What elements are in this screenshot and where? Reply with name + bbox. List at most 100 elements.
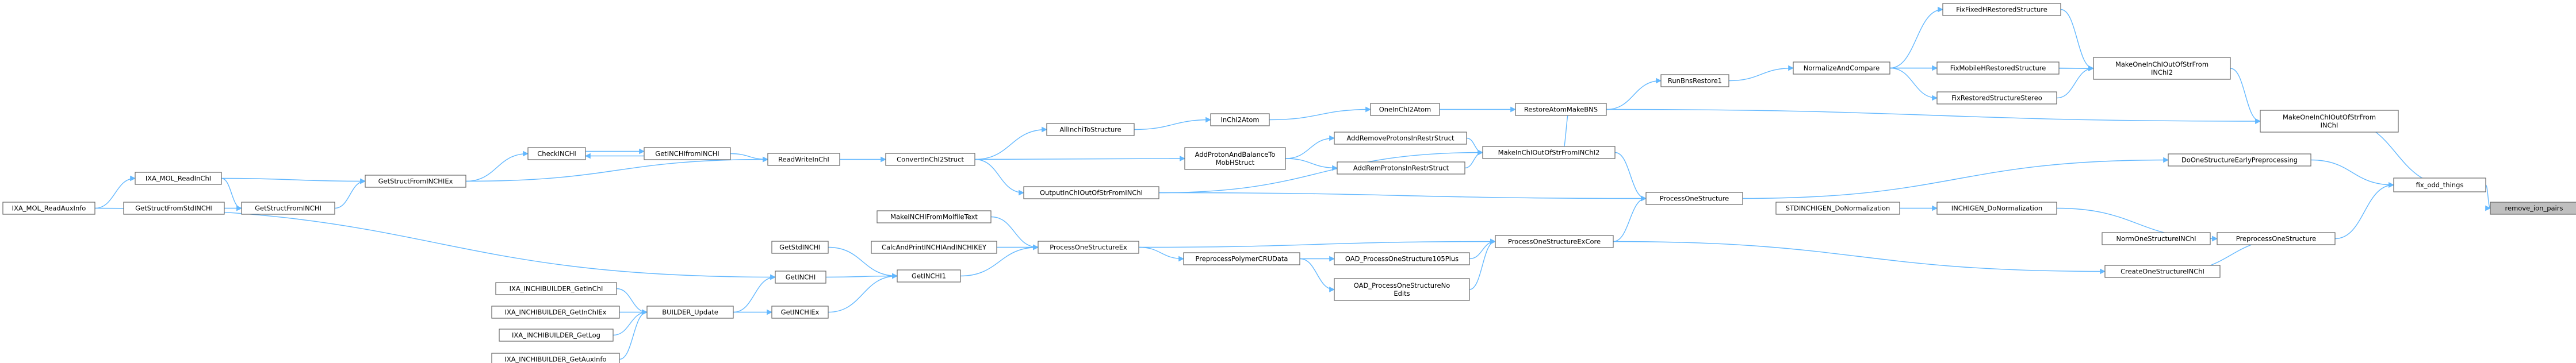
node-label: GetStructFromStdINCHI [135,204,213,213]
node-getstructfromstdinchi[interactable]: GetStructFromStdINCHI [123,202,225,215]
node-allinchitostructure[interactable]: AllInchiToStructure [1046,123,1135,136]
edge-GetStructFromINCHIEx-to-CheckINCHI [465,150,529,182]
node-box [2490,202,2576,215]
node-box [527,147,586,160]
edge-MakeINCHIFromMolfileText-to-ProcessOneStructureEx [990,216,1039,250]
node-label: NormOneStructureINChI [2116,235,2196,243]
node-makeinchioutofstrfrominchi2[interactable]: MakeInChIOutOfStrFromINChI2 [1482,146,1616,159]
node-fixfixedhrestoredstructure[interactable]: FixFixedHRestoredStructure [1942,3,2061,16]
node-label: AddRemProtonsInRestrStruct [1353,164,1449,172]
edge-BUILDER_Update-to-GetINCHI [733,274,776,313]
edge-DoOneStructureEarlyPreprocessing-to-fix_odd_things [2310,159,2394,188]
node-processonestructureexcore[interactable]: ProcessOneStructureExCore [1495,235,1614,248]
node-normalizeandcompare[interactable]: NormalizeAndCompare [1793,61,1890,75]
edge-line [2230,68,2261,124]
node-getstructfrominchiex[interactable]: GetStructFromINCHIEx [365,175,466,188]
node-ixa-inchibuilder-getlog[interactable]: IXA_INCHIBUILDER_GetLog [499,329,614,342]
node-label: PreprocessPolymerCRUData [1196,255,1288,263]
node-ixa-mol-readauxinfo[interactable]: IXA_MOL_ReadAuxInfo [2,202,95,215]
node-getinchi[interactable]: GetINCHI [775,271,826,284]
node-processonestructure[interactable]: ProcessOneStructure [1645,192,1743,205]
edge-RestoreAtomMakeBNS-to-MakeOneInChIOutOfStrFromINChI [1606,109,2261,124]
node-inchigen-donormalization[interactable]: INCHIGEN_DoNormalization [1936,202,2057,215]
node-remove-ion-pairs[interactable]: remove_ion_pairs [2490,202,2576,215]
node-box [771,306,829,319]
node-label: ProcessOneStructureEx [1050,244,1127,252]
edge-line [960,244,1039,277]
node-ixa-inchibuilder-getinchiex[interactable]: IXA_INCHIBUILDER_GetInChIEx [491,306,620,319]
node-box [1942,3,2061,16]
edge-line [2310,159,2394,188]
edge-line [828,246,898,279]
edge-line [1889,6,1943,69]
edge-line [221,177,366,184]
node-ixa-mol-readinchi[interactable]: IXA_MOL_ReadInChI [135,172,222,185]
node-stdinchigen-donormalization[interactable]: STDINCHIGEN_DoNormalization [1775,202,1900,215]
edge-line [2485,184,2491,211]
node-box [123,202,225,215]
node-preprocessonestructure[interactable]: PreprocessOneStructure [2217,232,2336,245]
node-box [1936,61,2060,75]
node-processonestructureex[interactable]: ProcessOneStructureEx [1038,241,1139,254]
node-getinchiex[interactable]: GetINCHIEx [771,306,829,319]
node-box [365,175,466,188]
node-fixmobilehrestoredstructure[interactable]: FixMobileHRestoredStructure [1936,61,2060,75]
node-checkinchi[interactable]: CheckINCHI [527,147,586,160]
edge-line [1606,109,2261,124]
node-label: FixMobileHRestoredStructure [1950,64,2046,72]
edge-ProcessOneStructureEx-to-PreprocessPolymerCRUData [1138,246,1184,262]
node-preprocesspolymercrudata[interactable]: PreprocessPolymerCRUData [1183,252,1300,265]
edge-line [828,273,898,313]
node-createonestructureinchi[interactable]: CreateOneStructureINChI [2104,265,2221,278]
edge-line [1299,258,1335,292]
node-box [767,153,840,166]
node-doonestructureearlypreprocessing[interactable]: DoOneStructureEarlyPreprocessing [2168,153,2311,167]
node-builder-update[interactable]: BUILDER_Update [646,306,734,319]
edge-ConvertInChI2Struct-to-AllInchiToStructure [974,126,1047,160]
edge-line [1561,106,1571,153]
node-outputinchioutofstrfrominchi[interactable]: OutputInChIOutOfStrFromINChI [1023,186,1159,199]
node-inchi2atom[interactable]: InChI2Atom [1210,113,1270,126]
node-getinchifrominchi[interactable]: GetINCHIfromINCHI [644,147,731,160]
node-label: ProcessOneStructure [1660,195,1729,203]
node-box [2217,232,2336,245]
node-addremoveprotonsinrestrstruct[interactable]: AddRemoveProtonsInRestrStruct [1334,132,1467,145]
node-label: FixFixedHRestoredStructure [1956,6,2047,14]
node-box [1337,161,1465,175]
node-box [1038,241,1139,254]
node-fixrestoredstructurestereo[interactable]: FixRestoredStructureStereo [1936,91,2057,105]
node-oad-processonestructure105plus[interactable]: OAD_ProcessOneStructure105Plus [1334,252,1470,265]
node-addremprotonsinrestrstruct[interactable]: AddRemProtonsInRestrStruct [1337,161,1465,175]
edge-IXA_MOL_ReadAuxInfo-to-IXA_MOL_ReadInChI [94,175,136,209]
node-box [2104,265,2221,278]
node-ixa-inchibuilder-getinchi[interactable]: IXA_INCHIBUILDER_GetInChI [495,282,617,295]
node-box [871,241,997,254]
node-makeinchifrommolfiletext[interactable]: MakeINCHIFromMolfileText [876,210,992,223]
node-calcandprintinchiandinchikey[interactable]: CalcAndPrintINCHIAndINCHIKEY [871,241,997,254]
node-box [1210,113,1270,126]
node-getinchi1[interactable]: GetINCHI1 [897,269,961,283]
node-label: OutputInChIOutOfStrFromINChI [1040,189,1143,197]
node-readwriteinchi[interactable]: ReadWriteInChI [767,153,840,166]
edge-ProcessOneStructureExCore-to-ProcessOneStructure [1613,195,1647,242]
edge-MakeInChIOutOfStrFromINChI2-to-ProcessOneStructure [1614,152,1647,202]
node-getstructfrominchi[interactable]: GetStructFromINCHI [241,202,335,215]
edge-line [1269,106,1371,121]
node-normonestructureinchi[interactable]: NormOneStructureINChI [2102,232,2211,245]
node-runbnsrestore1[interactable]: RunBnsRestore1 [1660,74,1729,87]
node-restoreatommakebns[interactable]: RestoreAtomMakeBNS [1515,103,1607,116]
node-ixa-inchibuilder-getauxinfo[interactable]: IXA_INCHIBUILDER_GetAuxInfo [491,353,620,363]
node-convertinchi2struct[interactable]: ConvertInChI2Struct [885,153,975,166]
node-box [1936,91,2057,105]
edge-line [2056,65,2094,99]
node-oneinchi2atom[interactable]: OneInChI2Atom [1370,103,1440,116]
edge-RunBnsRestore1-to-NormalizeAndCompare [1728,65,1794,82]
edge-ConvertInChI2Struct-to-AddProtonAndBalanceToMobHStruct [974,156,1185,161]
node-box [646,306,734,319]
node-fix-odd-things[interactable]: fix_odd_things [2393,177,2486,192]
node-getstdinchi[interactable]: GetStdINCHI [771,241,829,254]
